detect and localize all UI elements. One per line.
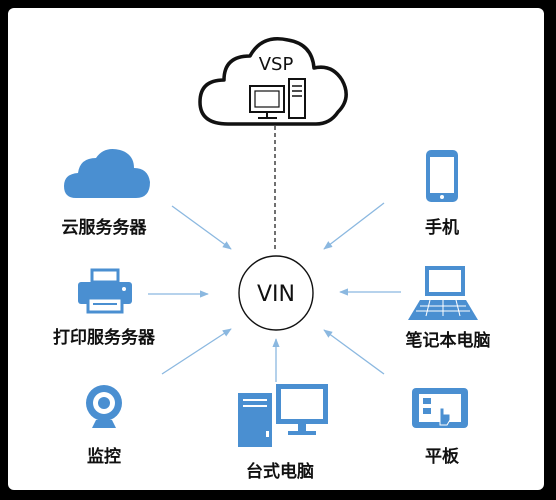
tablet-label: 平板 — [425, 447, 459, 467]
vin-label: VIN — [257, 282, 295, 307]
cloud-icon — [64, 149, 150, 198]
monitor-label: 监控 — [87, 447, 121, 467]
vsp-label: VSP — [259, 54, 294, 75]
desktop-label: 台式电脑 — [246, 462, 314, 482]
printer-icon — [78, 268, 132, 314]
vin-hub — [238, 255, 314, 331]
smartphone-icon — [426, 150, 458, 202]
webcam-icon — [86, 385, 122, 428]
cloud-service-label: 云服务务器 — [61, 218, 147, 238]
arrow-tablet — [323, 329, 385, 375]
vsp-cloud-icon — [198, 37, 348, 126]
connection-arrows — [148, 202, 401, 382]
arrow-cloud-service — [171, 205, 232, 250]
laptop-icon — [408, 266, 478, 320]
arrow-monitor — [161, 328, 232, 375]
vsp-server-icon — [249, 78, 306, 119]
tablet-icon — [412, 388, 468, 428]
arrow-phone — [323, 202, 385, 250]
phone-label: 手机 — [425, 218, 459, 238]
laptop-label: 笔记本电脑 — [405, 331, 491, 351]
desktop-computer-icon — [238, 384, 328, 447]
print-server-label: 打印服务务器 — [53, 328, 155, 348]
